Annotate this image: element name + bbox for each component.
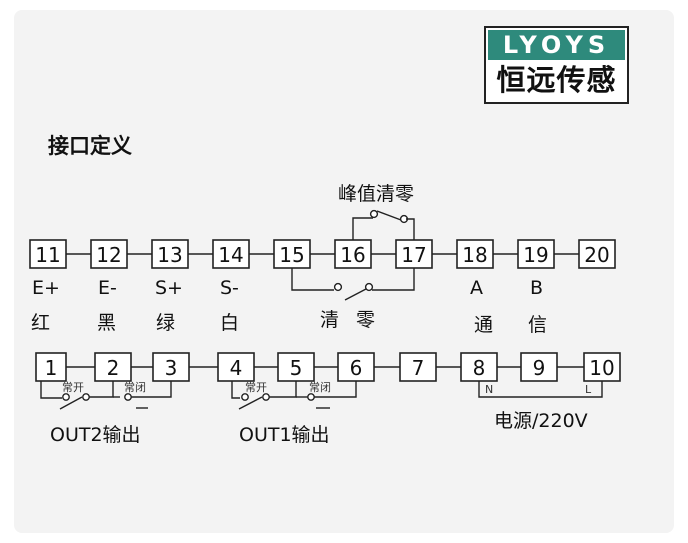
label-red: 红	[31, 312, 50, 334]
terminal-16-number: 16	[340, 243, 365, 267]
terminal-19: 19	[517, 239, 555, 269]
terminal-7: 7	[399, 352, 437, 382]
terminal-14-number: 14	[218, 243, 243, 267]
power-n-label: N	[485, 383, 493, 396]
terminal-17-number: 17	[401, 243, 426, 267]
power-wire	[478, 381, 603, 398]
label-black: 黑	[97, 312, 116, 334]
peak-wire-left	[352, 217, 373, 240]
out1-relay-contacts	[231, 381, 357, 410]
terminal-10: 10	[583, 352, 621, 382]
label-green: 绿	[156, 312, 175, 334]
label-a: A	[470, 277, 483, 299]
terminal-16: 16	[334, 239, 372, 269]
label-comm-2: 信	[528, 314, 547, 336]
terminal-20: 20	[578, 239, 616, 269]
terminal-5: 5	[277, 352, 315, 382]
label-clear-1: 清	[320, 309, 339, 331]
brand-logo: LYOYS 恒远传感	[484, 26, 629, 104]
page-title: 接口定义	[48, 133, 132, 158]
label-b: B	[530, 277, 543, 299]
terminal-12-number: 12	[96, 243, 121, 267]
terminal-4: 4	[217, 352, 255, 382]
terminal-11-number: 11	[35, 243, 60, 267]
terminal-11: 11	[29, 239, 67, 269]
out2-output-label: OUT2输出	[50, 424, 141, 446]
out2-nc-label: 常闭	[124, 381, 146, 394]
clear-wire-right	[372, 268, 415, 291]
terminal-6-number: 6	[350, 356, 363, 380]
terminal-2-number: 2	[107, 356, 120, 380]
terminal-7-number: 7	[412, 356, 425, 380]
terminal-8: 8	[460, 352, 498, 382]
label-clear-2: 零	[356, 309, 375, 331]
terminal-6: 6	[337, 352, 375, 382]
out1-nc-label: 常闭	[309, 381, 331, 394]
terminal-1: 1	[35, 352, 67, 382]
label-s-minus: S-	[220, 277, 239, 299]
out2-no-label: 常开	[62, 381, 84, 394]
clear-wire-left	[291, 268, 334, 291]
terminal-3: 3	[152, 352, 190, 382]
terminal-15: 15	[273, 239, 311, 269]
peak-switch-blade	[376, 210, 402, 221]
terminal-9-number: 9	[533, 356, 546, 380]
label-white: 白	[220, 312, 239, 334]
terminal-20-number: 20	[584, 243, 609, 267]
peak-contact-left	[369, 209, 379, 219]
terminal-13: 13	[151, 239, 189, 269]
terminal-12: 12	[90, 239, 128, 269]
label-s-plus: S+	[155, 277, 183, 299]
logo-chinese-text: 恒远传感	[496, 63, 617, 97]
terminal-18: 18	[456, 239, 494, 269]
terminal-17: 17	[395, 239, 433, 269]
clear-switch-blade	[344, 288, 367, 301]
out2-relay-contacts	[40, 381, 172, 410]
terminal-19-number: 19	[523, 243, 548, 267]
terminal-8-number: 8	[473, 356, 486, 380]
label-e-minus: E-	[98, 277, 117, 299]
power-l-label: L	[585, 383, 592, 396]
terminal-18-number: 18	[462, 243, 487, 267]
power-supply-label: 电源/220V	[494, 410, 588, 432]
terminal-5-number: 5	[290, 356, 303, 380]
terminal-9: 9	[520, 352, 558, 382]
label-comm-1: 通	[474, 314, 493, 336]
terminal-15-number: 15	[279, 243, 304, 267]
terminal-1-number: 1	[45, 356, 58, 380]
out1-no-label: 常开	[245, 381, 267, 394]
clear-contact-right	[364, 282, 374, 292]
peak-wire-right	[406, 218, 415, 240]
terminal-3-number: 3	[165, 356, 178, 380]
terminal-14: 14	[212, 239, 250, 269]
terminal-10-number: 10	[589, 356, 614, 380]
logo-brand-text: LYOYS	[488, 30, 625, 60]
out1-output-label: OUT1输出	[239, 424, 330, 446]
terminal-2: 2	[94, 352, 132, 382]
clear-contact-left	[333, 282, 343, 292]
peak-clear-label: 峰值清零	[338, 183, 414, 205]
terminal-4-number: 4	[230, 356, 243, 380]
label-e-plus: E+	[32, 277, 60, 299]
terminal-13-number: 13	[157, 243, 182, 267]
